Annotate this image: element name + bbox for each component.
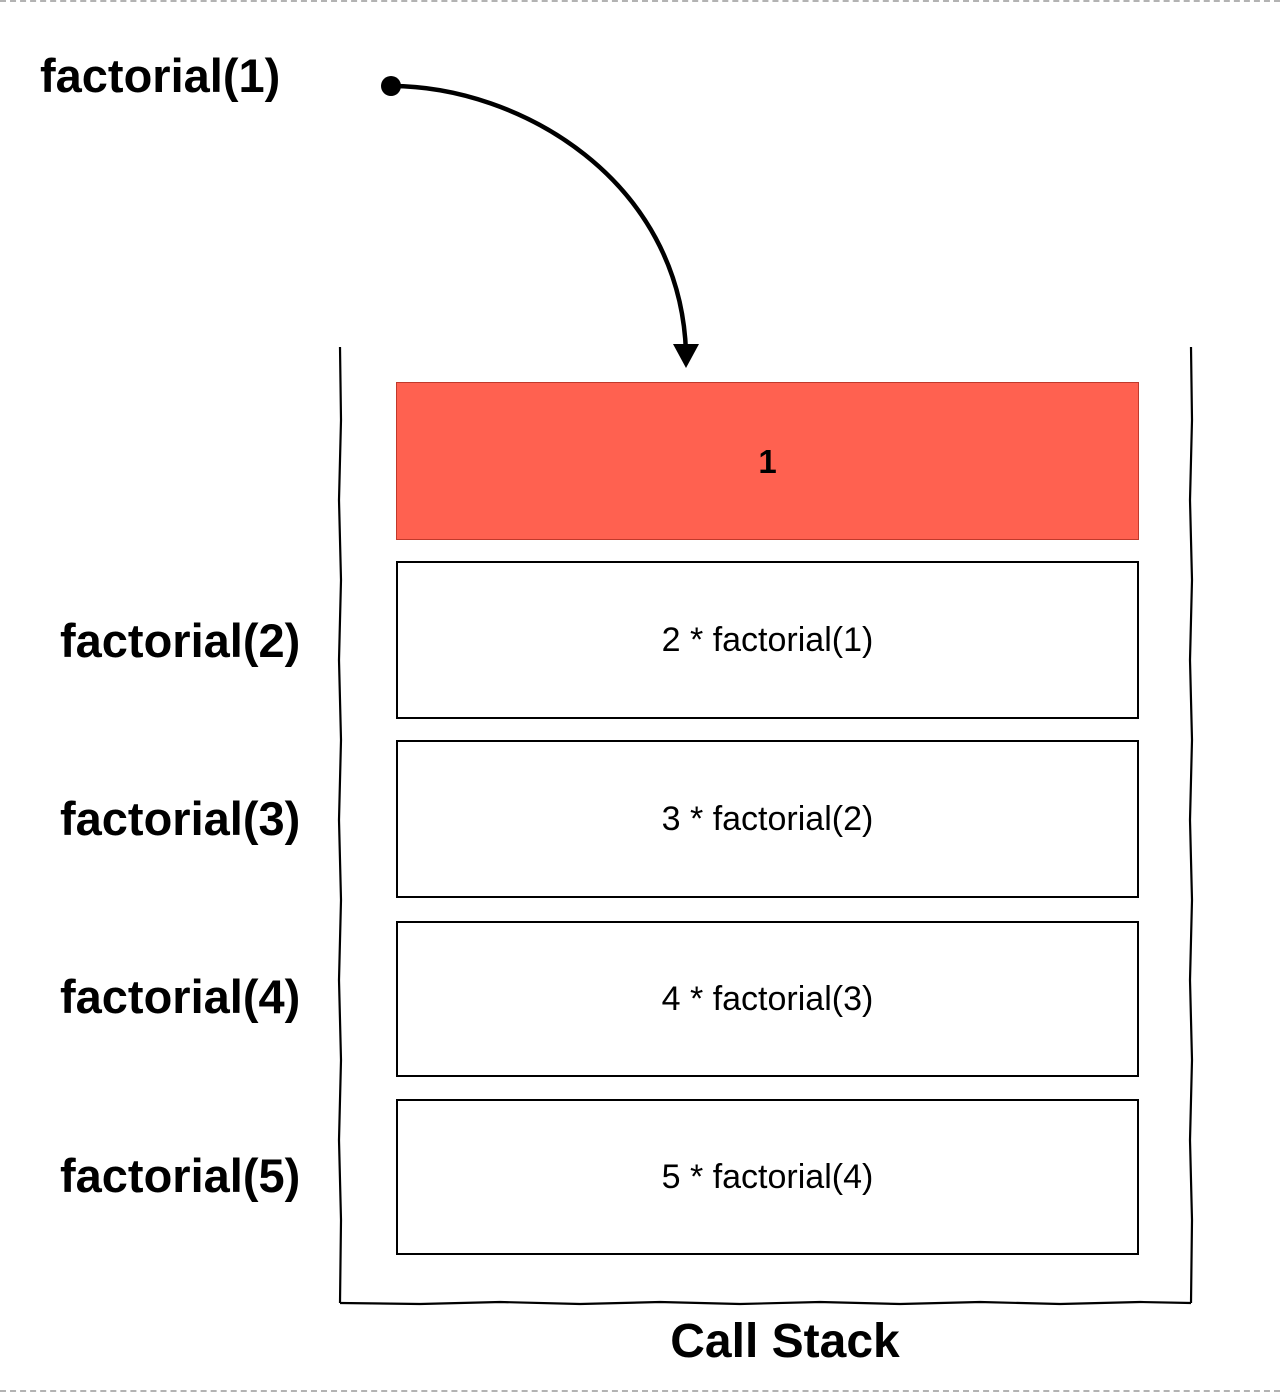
stack-frame-5: 5 * factorial(4) [396,1099,1139,1255]
stack-frame-3: 3 * factorial(2) [396,740,1139,898]
push-arrow [388,83,689,355]
frame-expression: 4 * factorial(3) [661,980,874,1018]
bottom-dashed-border [0,1390,1280,1392]
arrow-head-icon [673,344,699,368]
stack-title: Call Stack [670,1315,900,1368]
stack-container-right-wall [1188,346,1194,1304]
stack-frame-2: 2 * factorial(1) [396,561,1139,719]
stack-container-bottom [339,1300,1192,1306]
frame-label-factorial-4: factorial(4) [60,970,301,1023]
stack-frame-4: 4 * factorial(3) [396,921,1139,1077]
stack-container-left-wall [337,346,343,1304]
frame-label-factorial-2: factorial(2) [60,614,301,667]
top-frame-value: 1 [758,442,777,480]
frame-label-factorial-3: factorial(3) [60,792,301,845]
stack-frame-top: 1 [396,382,1139,540]
frame-expression: 5 * factorial(4) [661,1158,874,1196]
incoming-call-label: factorial(1) [40,49,281,102]
frame-expression: 3 * factorial(2) [661,800,874,838]
frame-expression: 2 * factorial(1) [661,621,874,659]
top-dashed-border [0,0,1280,2]
frame-label-factorial-5: factorial(5) [60,1149,301,1202]
